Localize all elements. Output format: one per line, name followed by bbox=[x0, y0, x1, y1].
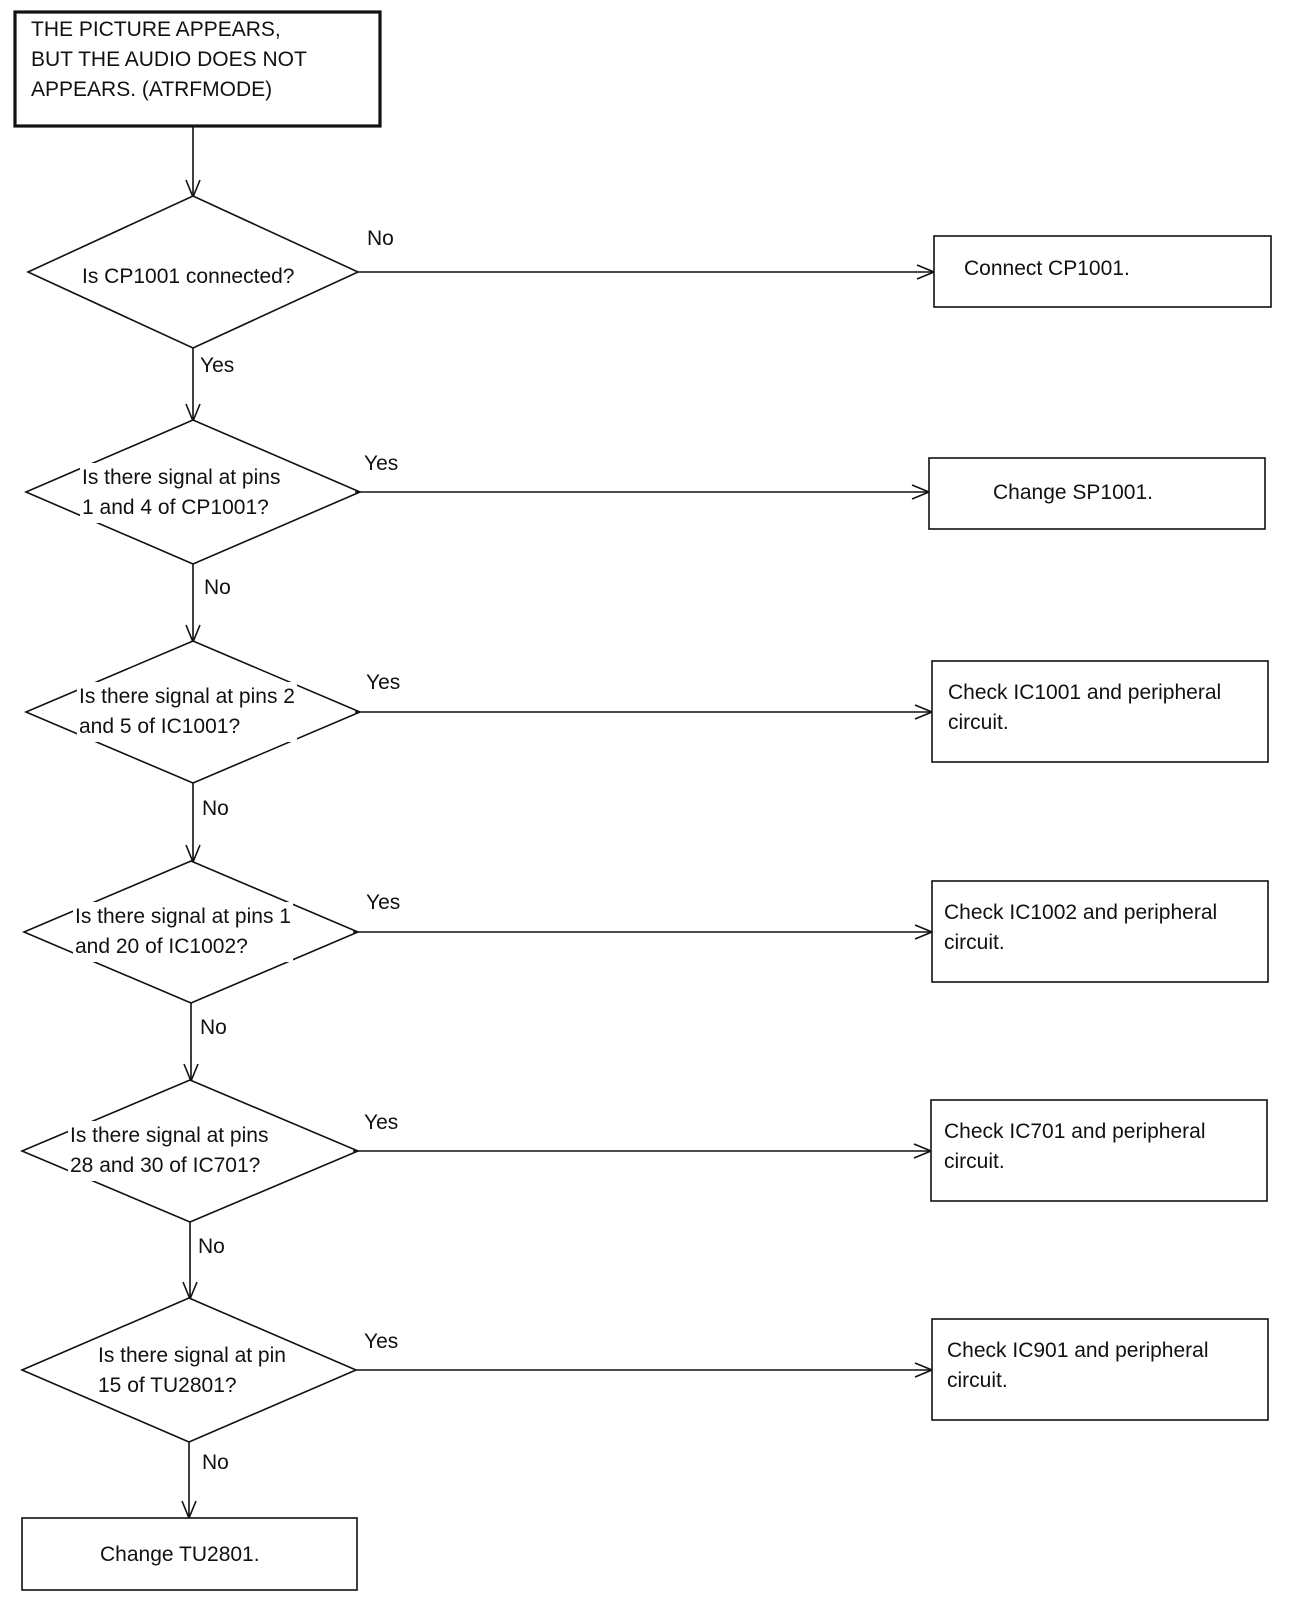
action-6-text: Check IC901 and peripheral circuit. bbox=[947, 1336, 1209, 1396]
action-line: Check IC701 and peripheral bbox=[944, 1120, 1206, 1143]
decision-line: Is there signal at pins 1 bbox=[75, 905, 291, 928]
action-4-text: Check IC1002 and peripheral circuit. bbox=[944, 898, 1217, 958]
decision-line: and 20 of IC1002? bbox=[75, 935, 248, 958]
decision-6-down-label: No bbox=[202, 1451, 229, 1474]
action-5-text: Check IC701 and peripheral circuit. bbox=[944, 1117, 1206, 1177]
start-line: APPEARS. (ATRFMODE) bbox=[31, 78, 273, 101]
decision-5-text: Is there signal at pins 28 and 30 of IC7… bbox=[68, 1121, 271, 1181]
action-line: Change SP1001. bbox=[993, 481, 1153, 504]
action-1-box bbox=[933, 235, 1272, 308]
decision-line: Is there signal at pins 2 bbox=[79, 685, 295, 708]
decision-2-text: Is there signal at pins 1 and 4 of CP100… bbox=[80, 463, 283, 523]
decision-line: and 5 of IC1001? bbox=[79, 715, 241, 738]
action-line: Check IC901 and peripheral bbox=[947, 1339, 1209, 1362]
decision-4-branch-label: Yes bbox=[366, 891, 401, 914]
end-box bbox=[21, 1517, 358, 1591]
action-line: circuit. bbox=[944, 931, 1005, 954]
action-line: circuit. bbox=[948, 711, 1009, 734]
action-2-text: Change SP1001. bbox=[993, 478, 1153, 508]
start-line: BUT THE AUDIO DOES NOT bbox=[31, 48, 307, 71]
action-4-box bbox=[931, 880, 1269, 983]
decision-1-text: Is CP1001 connected? bbox=[82, 262, 294, 292]
decision-2-branch-label: Yes bbox=[364, 452, 399, 475]
decision-4-text: Is there signal at pins 1 and 20 of IC10… bbox=[73, 902, 293, 962]
decision-1-down-label: Yes bbox=[200, 354, 235, 377]
decision-line: 15 of TU2801? bbox=[98, 1374, 237, 1397]
decision-line: 28 and 30 of IC701? bbox=[70, 1154, 261, 1177]
action-line: circuit. bbox=[947, 1369, 1008, 1392]
decision-line: Is there signal at pins bbox=[70, 1124, 269, 1147]
action-6-box bbox=[931, 1318, 1269, 1421]
action-2-box bbox=[928, 457, 1266, 530]
decision-3-down-label: No bbox=[202, 797, 229, 820]
decision-6-branch-label: Yes bbox=[364, 1330, 399, 1353]
action-3-box bbox=[931, 660, 1269, 763]
start-text: THE PICTURE APPEARS, BUT THE AUDIO DOES … bbox=[31, 15, 307, 105]
start-line: THE PICTURE APPEARS, bbox=[31, 18, 281, 41]
action-line: Check IC1002 and peripheral bbox=[944, 901, 1218, 924]
action-line: Connect CP1001. bbox=[964, 257, 1130, 280]
decision-4-down-label: No bbox=[200, 1016, 227, 1039]
decision-5-branch-label: Yes bbox=[364, 1111, 399, 1134]
action-1-text: Connect CP1001. bbox=[964, 254, 1130, 284]
action-line: circuit. bbox=[944, 1150, 1005, 1173]
decision-line: 1 and 4 of CP1001? bbox=[82, 496, 269, 519]
decision-1-branch-label: No bbox=[367, 227, 394, 250]
decision-3-text: Is there signal at pins 2 and 5 of IC100… bbox=[77, 682, 297, 742]
action-line: Check IC1001 and peripheral bbox=[948, 681, 1222, 704]
decision-5-down-label: No bbox=[198, 1235, 225, 1258]
decision-2-down-label: No bbox=[204, 576, 231, 599]
end-line: Change TU2801. bbox=[100, 1543, 260, 1566]
action-5-box bbox=[930, 1099, 1268, 1202]
action-3-text: Check IC1001 and peripheral circuit. bbox=[948, 678, 1221, 738]
decision-line: Is there signal at pin bbox=[98, 1344, 286, 1367]
decision-line: Is CP1001 connected? bbox=[82, 265, 295, 288]
end-text: Change TU2801. bbox=[100, 1540, 260, 1570]
decision-6-text: Is there signal at pin 15 of TU2801? bbox=[98, 1341, 286, 1401]
start-box bbox=[13, 10, 382, 128]
decision-3-branch-label: Yes bbox=[366, 671, 401, 694]
decision-line: Is there signal at pins bbox=[82, 466, 281, 489]
